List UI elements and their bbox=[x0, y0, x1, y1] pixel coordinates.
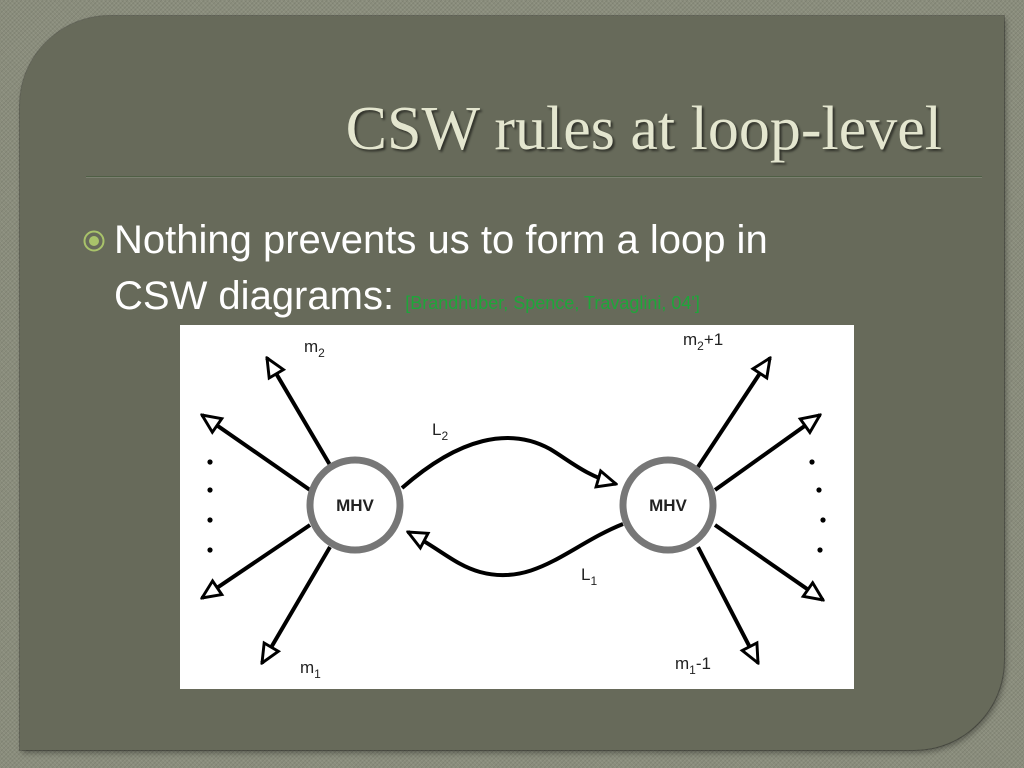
leg-left-m2 bbox=[267, 358, 332, 467]
ellipsis-right bbox=[809, 459, 826, 553]
mhv-label-right: MHV bbox=[649, 496, 687, 515]
circled-dot-icon bbox=[83, 230, 105, 252]
propagator-L1 bbox=[408, 522, 624, 578]
leg-right-lower bbox=[713, 523, 823, 600]
leg-right-m1minus1 bbox=[696, 546, 760, 663]
diagram-canvas: MHV MHV m2 m1 m2+1 m1-1 L2 L1 bbox=[180, 330, 854, 681]
bullet-line-2: CSW diagrams: bbox=[114, 274, 395, 318]
label-m2: m2 bbox=[304, 337, 325, 360]
label-m2-plus-1: m2+1 bbox=[683, 330, 723, 353]
slide-title: CSW rules at loop-level bbox=[345, 95, 942, 163]
label-L1: L1 bbox=[581, 565, 597, 588]
leg-left-lower bbox=[202, 523, 312, 598]
leg-right-m2plus1 bbox=[696, 358, 770, 469]
propagator-L2 bbox=[400, 436, 616, 490]
leg-right-upper bbox=[713, 415, 820, 492]
bullet-line-1: Nothing prevents us to form a loop in bbox=[114, 218, 768, 262]
citation: [Brandhuber, Spence, Travaglini, 04'] bbox=[405, 293, 700, 313]
csw-loop-diagram: MHV MHV m2 m1 m2+1 m1-1 L2 L1 bbox=[180, 325, 854, 689]
title-divider bbox=[86, 176, 982, 178]
leg-left-upper bbox=[202, 415, 312, 492]
label-L2: L2 bbox=[432, 420, 448, 443]
label-m1: m1 bbox=[300, 658, 321, 681]
leg-left-m1 bbox=[262, 545, 332, 663]
mhv-label-left: MHV bbox=[336, 496, 374, 515]
mhv-vertex-right: MHV bbox=[619, 456, 717, 554]
bullet-item: Nothing prevents us to form a loop in CS… bbox=[82, 212, 962, 331]
mhv-vertex-left: MHV bbox=[306, 456, 404, 554]
bullet-text: Nothing prevents us to form a loop in CS… bbox=[114, 212, 962, 331]
label-m1-minus-1: m1-1 bbox=[675, 654, 711, 677]
ellipsis-left bbox=[207, 459, 213, 553]
